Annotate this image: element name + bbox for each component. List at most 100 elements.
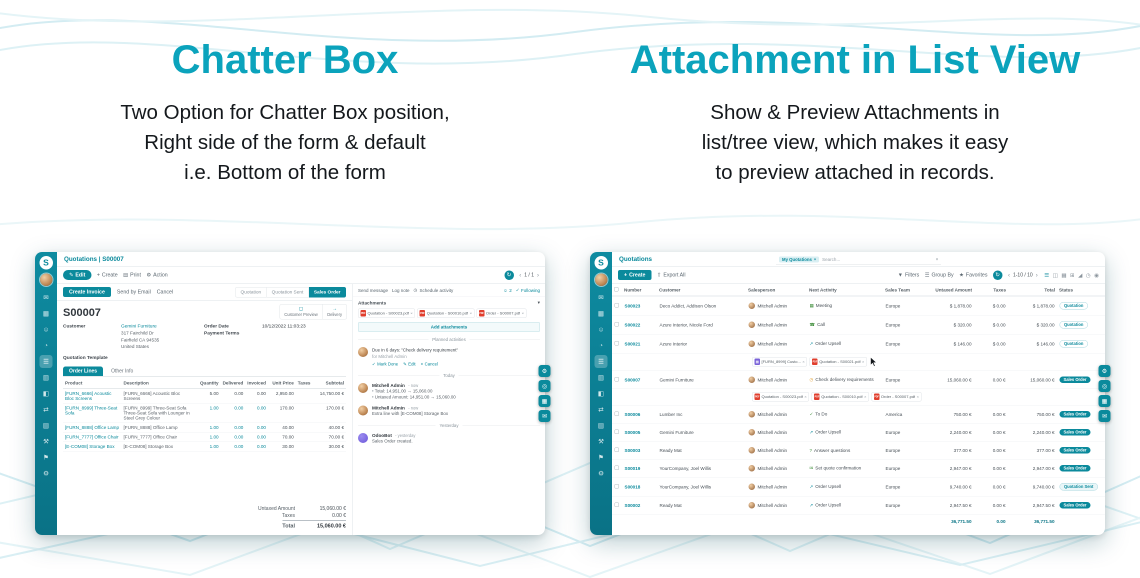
edit-button[interactable]: ✎ Edit xyxy=(63,270,92,280)
kanban-view-icon[interactable]: ◫ xyxy=(1052,272,1058,279)
search-caret-icon[interactable]: ▾ xyxy=(935,257,938,262)
discuss-icon[interactable]: ✉ xyxy=(598,293,604,302)
order-line-row[interactable]: [FURN_7777] Office Chair[FURN_7777] Offi… xyxy=(63,432,346,443)
order-number[interactable]: S00022 xyxy=(622,315,657,335)
remove-attachment-icon[interactable]: × xyxy=(804,394,807,400)
next-activity-cell[interactable]: ↗Order Upsell xyxy=(807,477,883,497)
order-number[interactable]: S00023 xyxy=(622,296,657,316)
cancel-activity-button[interactable]: × Cancel xyxy=(421,361,438,367)
order-number[interactable]: S00005 xyxy=(622,423,657,442)
contacts-icon[interactable]: ☺ xyxy=(597,325,605,334)
column-header-unit-price[interactable]: Unit Price xyxy=(267,378,296,390)
user-avatar[interactable] xyxy=(39,273,53,286)
user-avatar[interactable] xyxy=(594,273,608,286)
inventory-icon[interactable]: ◧ xyxy=(597,389,605,398)
pager-previous-icon[interactable]: ‹ xyxy=(519,271,522,279)
search-facet[interactable]: My Quotations × xyxy=(779,256,820,263)
column-header-product[interactable]: Product xyxy=(63,378,122,390)
pager-next-icon[interactable]: › xyxy=(1035,271,1038,279)
sales-icon[interactable]: ☰ xyxy=(39,355,53,368)
settings-icon[interactable]: ⚙ xyxy=(598,469,604,478)
row-checkbox[interactable] xyxy=(614,447,619,452)
column-header-customer[interactable]: Customer xyxy=(657,284,746,297)
order-number[interactable]: S00006 xyxy=(622,405,657,424)
tab-order-lines[interactable]: Order Lines xyxy=(63,366,104,377)
column-header-description[interactable]: Description xyxy=(121,378,198,390)
following-button[interactable]: ✓ Following xyxy=(516,288,540,294)
pager-previous-icon[interactable]: ‹ xyxy=(1007,271,1010,279)
column-header-number[interactable]: Number xyxy=(622,284,657,297)
refresh-button[interactable]: ↻ xyxy=(504,270,514,280)
purchase-icon[interactable]: ⇄ xyxy=(598,405,604,414)
row-checkbox[interactable] xyxy=(614,377,619,382)
theme-logo[interactable]: S xyxy=(594,256,608,270)
contacts-icon[interactable]: ☺ xyxy=(42,325,50,334)
attachment-chip[interactable]: PDF Order - S00007.pdf × xyxy=(476,308,527,318)
inventory-icon[interactable]: ◧ xyxy=(42,389,50,398)
purchase-icon[interactable]: ⇄ xyxy=(43,405,49,414)
pivot-view-icon[interactable]: ⊞ xyxy=(1070,272,1075,279)
order-number[interactable]: S00018 xyxy=(622,477,657,497)
author-name[interactable]: Mitchell Admin xyxy=(372,405,405,411)
order-number[interactable]: S00019 xyxy=(622,459,657,478)
list-view-icon[interactable]: ☰ xyxy=(1044,272,1050,279)
order-number[interactable]: S00002 xyxy=(622,496,657,515)
mark-done-button[interactable]: ✓ Mark Done xyxy=(372,361,398,367)
column-header-untaxed-amount[interactable]: Untaxed Amount xyxy=(925,284,974,297)
row-checkbox[interactable] xyxy=(614,322,619,327)
stage-sales-order[interactable]: Sales Order xyxy=(308,286,346,298)
chat-icon[interactable]: ✉ xyxy=(538,410,551,422)
next-activity-cell[interactable]: ?Answer questions xyxy=(807,441,883,460)
add-attachments-button[interactable]: Add attachments xyxy=(358,322,540,332)
next-activity-cell[interactable]: ↗Order Upsell xyxy=(807,496,883,515)
schedule-activity-button[interactable]: ◷ Schedule activity xyxy=(414,288,454,294)
calendar-view-icon[interactable]: ▦ xyxy=(1061,272,1067,279)
send-by-email-button[interactable]: Send by Email xyxy=(116,289,151,295)
chevron-down-icon[interactable]: ▾ xyxy=(537,300,540,305)
accounting-icon[interactable]: ▤ xyxy=(597,421,605,430)
customer-value[interactable]: Gemini Furniture xyxy=(121,323,157,330)
attachment-chip[interactable]: PDF Quotation - S00010.pdf × xyxy=(417,308,475,318)
marketing-icon[interactable]: ⚑ xyxy=(598,453,604,462)
order-number[interactable]: S00021 xyxy=(622,334,657,354)
next-activity-cell[interactable]: ◷Check delivery requirements xyxy=(807,370,883,389)
sales-icon[interactable]: ☰ xyxy=(594,355,608,368)
action-button[interactable]: ⚙ Action xyxy=(146,272,167,278)
order-line-row[interactable]: [FURN_6666] Acoustic Bloc Screens[FURN_6… xyxy=(63,388,346,404)
manufacturing-icon[interactable]: ⚒ xyxy=(598,437,604,446)
column-header-invoiced[interactable]: Invoiced xyxy=(245,378,268,390)
remove-attachment-icon[interactable]: × xyxy=(862,359,865,365)
next-activity-cell[interactable]: ✓To Do xyxy=(807,405,883,424)
remove-attachment-icon[interactable]: × xyxy=(864,394,867,400)
refresh-button[interactable]: ↻ xyxy=(992,270,1003,280)
delivery-button[interactable]: → Delivery xyxy=(322,304,346,319)
edit-activity-button[interactable]: ✎ Edit xyxy=(403,361,416,367)
author-name[interactable]: Mitchell Admin xyxy=(372,382,405,388)
row-checkbox[interactable] xyxy=(614,465,619,470)
select-all-checkbox[interactable] xyxy=(614,287,619,292)
next-activity-cell[interactable]: ▦Meeting xyxy=(807,296,883,316)
customer-preview-button[interactable]: ◻ Customer Preview xyxy=(280,305,322,320)
theme-settings-icon[interactable]: ⚙ xyxy=(1098,365,1111,377)
crm-icon[interactable]: ◔ xyxy=(44,341,48,350)
breadcrumb[interactable]: Quotations | S00007 xyxy=(64,255,124,263)
next-activity-cell[interactable]: ☎Call xyxy=(807,315,883,335)
activity-view-icon[interactable]: ◷ xyxy=(1085,272,1091,279)
remove-attachment-icon[interactable]: × xyxy=(410,311,413,316)
remove-attachment-icon[interactable]: × xyxy=(469,311,472,316)
remove-attachment-icon[interactable]: × xyxy=(521,311,524,316)
order-number[interactable]: S00007 xyxy=(622,370,657,389)
next-activity-cell[interactable]: ✉Set quote confirmation xyxy=(807,459,883,478)
attachment-chip[interactable]: PDF Quotation - S00023.pdf × xyxy=(358,308,416,318)
export-all-button[interactable]: ⇧ Export All xyxy=(657,272,686,278)
manufacturing-icon[interactable]: ⚒ xyxy=(43,437,49,446)
theme-logo[interactable]: S xyxy=(39,256,53,270)
column-header-next-activity[interactable]: Next Activity xyxy=(807,284,883,297)
